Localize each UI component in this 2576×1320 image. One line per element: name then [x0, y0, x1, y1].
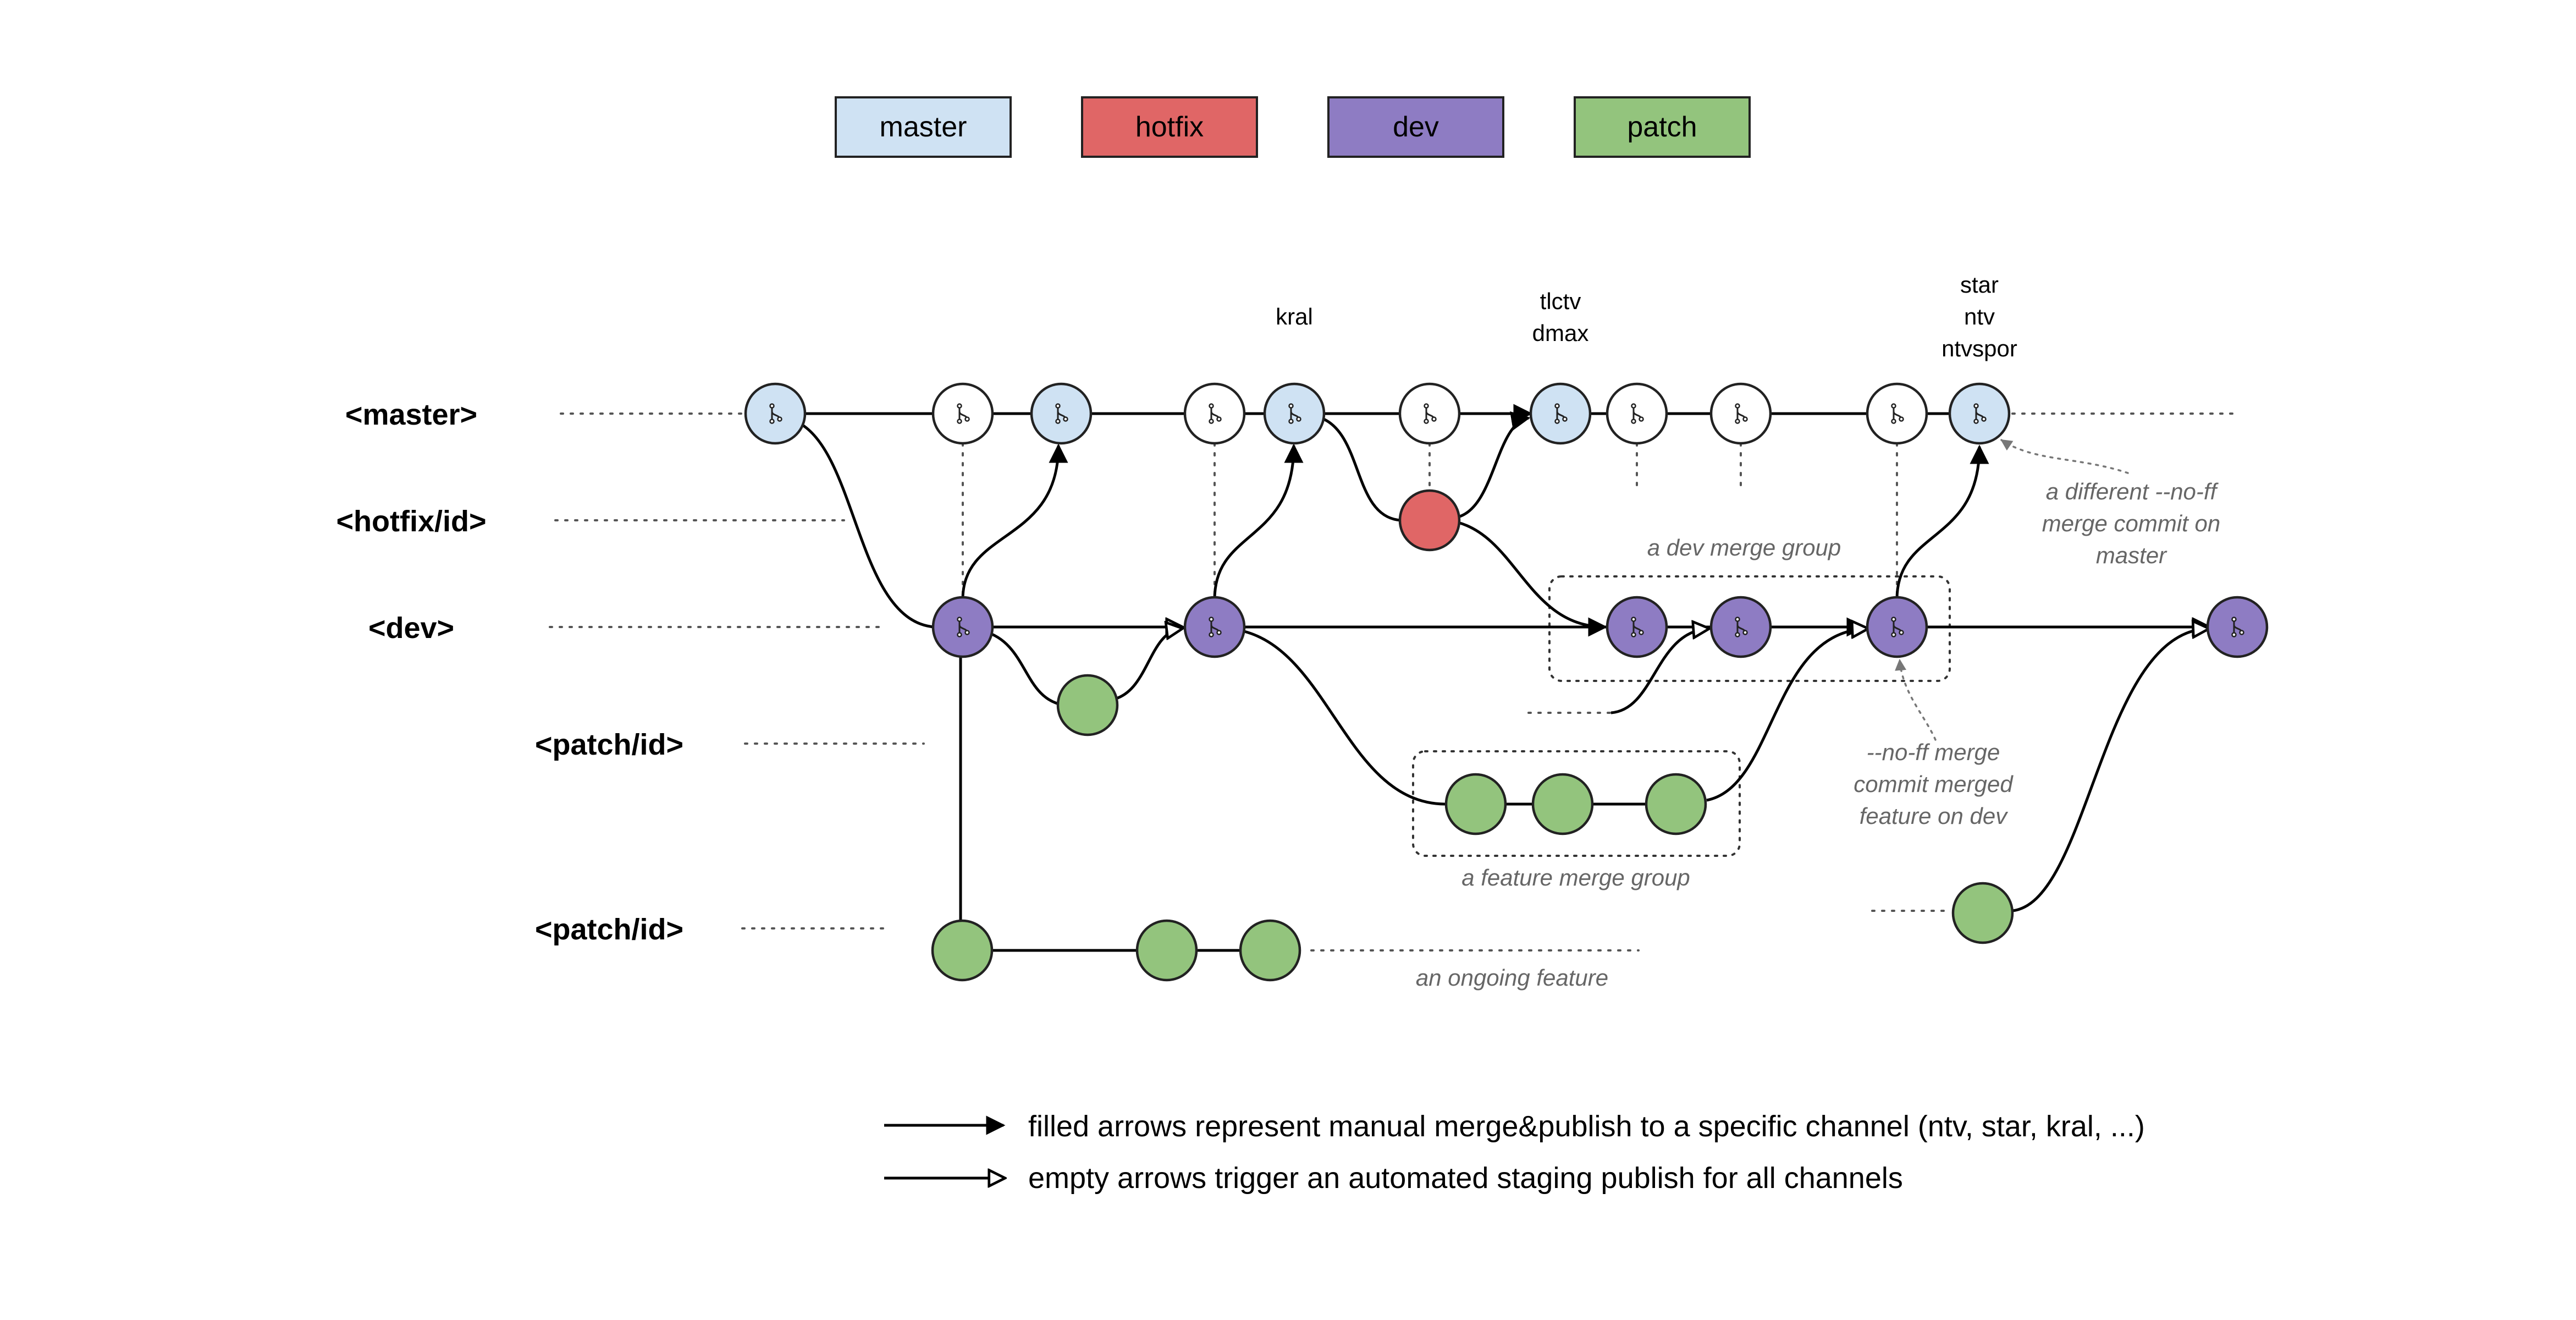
dev-to-master-merge-1	[961, 443, 1068, 600]
flow-lines	[799, 404, 2208, 952]
dev-merge-group-box	[1548, 575, 1951, 682]
legend-dev-swatch	[1327, 96, 1504, 158]
lane-label-dev: <dev>	[368, 612, 454, 645]
vertical-connectors	[962, 442, 1898, 601]
feature-commit-3[interactable]	[1645, 773, 1707, 835]
note-noff-dev-line-2: commit merged	[1854, 771, 2014, 797]
legend-patch-swatch	[1574, 96, 1751, 158]
tag-ntvspor: ntvspor	[1941, 336, 2017, 361]
dev-to-patch-loop-out	[984, 630, 1064, 707]
legend-hotfix-swatch	[1081, 96, 1258, 158]
dev-commit-5[interactable]	[1866, 596, 1928, 658]
tag-star: star	[1960, 272, 1999, 298]
note-noff-master-line-2: merge commit on	[2042, 510, 2220, 536]
legend-master-label: master	[880, 111, 967, 143]
master-commit-kral[interactable]	[1263, 382, 1326, 445]
late-patch-to-dev-merge	[2012, 629, 2208, 912]
note-ongoing-feature: an ongoing feature	[1416, 965, 1608, 991]
ongoing-commit-1[interactable]	[931, 919, 994, 982]
tag-dmax: dmax	[1532, 320, 1589, 346]
dev-commit-4[interactable]	[1709, 596, 1772, 658]
arrow-legend: filled arrows represent manual merge&pub…	[884, 1110, 2145, 1195]
lane-label-master: <master>	[345, 398, 477, 431]
master-merge-commit-2[interactable]	[1183, 382, 1246, 445]
feature-to-dev-merge	[1706, 629, 1867, 802]
note-dev-merge-group: a dev merge group	[1647, 535, 1841, 560]
dev-commit-1[interactable]	[931, 596, 994, 658]
master-merge-commit-5[interactable]	[1709, 382, 1772, 445]
master-to-dev-branch	[799, 422, 935, 629]
legend-hotfix: hotfix	[1081, 96, 1258, 158]
feature-merge-group-box	[1412, 750, 1741, 857]
note-noff-master-line-3: master	[2096, 542, 2167, 568]
legend-master-swatch	[835, 96, 1012, 158]
hotfix-to-master-merge	[1458, 411, 1531, 519]
legend: master hotfix dev patch	[835, 96, 1751, 158]
dev-to-master-merge-2	[1213, 443, 1304, 600]
patch-to-dev-loop-in	[1116, 629, 1181, 700]
legend-master: master	[835, 96, 1012, 158]
master-commit-star[interactable]	[1948, 382, 2011, 445]
patch-loop-commit[interactable]	[1056, 674, 1119, 736]
master-commit-tlctv[interactable]	[1529, 382, 1592, 445]
legend-patch: patch	[1574, 96, 1751, 158]
dev-commit-6[interactable]	[2206, 596, 2269, 658]
master-merge-commit-3[interactable]	[1398, 382, 1461, 445]
ongoing-to-dev-merge	[1610, 629, 1708, 714]
tag-tlctv: tlctv	[1540, 288, 1581, 314]
lane-label-patch-2: <patch/id>	[535, 913, 683, 946]
master-merge-commit-4[interactable]	[1606, 382, 1668, 445]
note-noff-dev-line-1: --no-ff merge	[1867, 739, 2000, 765]
note-noff-master-line-1: a different --no-ff	[2046, 479, 2219, 504]
feature-commit-2[interactable]	[1531, 773, 1594, 835]
ongoing-commit-3[interactable]	[1239, 919, 1301, 982]
legend-dev-label: dev	[1393, 111, 1439, 143]
commit-nodes	[744, 382, 2269, 982]
master-commit-1[interactable]	[744, 382, 807, 445]
dev-to-master-merge-3	[1895, 444, 1989, 600]
dev-to-feature-branch	[1244, 630, 1446, 806]
tag-kral: kral	[1276, 304, 1313, 329]
feature-commit-1[interactable]	[1444, 773, 1507, 835]
master-to-hotfix-branch	[1321, 416, 1402, 522]
note-noff-dev-line-3: feature on dev	[1860, 803, 2009, 829]
hotfix-commit[interactable]	[1398, 489, 1461, 552]
legend-hotfix-label: hotfix	[1135, 111, 1204, 143]
tag-ntv: ntv	[1964, 304, 1995, 329]
release-tags: kral tlctv dmax star ntv ntvspor	[1276, 272, 2017, 361]
lane-label-patch-1: <patch/id>	[535, 728, 683, 761]
late-patch-commit[interactable]	[1951, 882, 2014, 944]
legend-patch-label: patch	[1627, 111, 1697, 143]
legend-dev: dev	[1327, 96, 1504, 158]
master-merge-commit-1[interactable]	[931, 382, 994, 445]
noff-master-pointer	[2000, 439, 2129, 474]
dev-commit-2[interactable]	[1183, 596, 1246, 658]
noff-dev-pointer	[1895, 658, 1937, 741]
lane-label-hotfix: <hotfix/id>	[336, 505, 486, 538]
hotfix-to-dev-merge	[1458, 521, 1608, 637]
empty-arrow-description: empty arrows trigger an automated stagin…	[1028, 1162, 1903, 1195]
note-feature-merge-group: a feature merge group	[1461, 865, 1690, 890]
master-commit-2[interactable]	[1030, 382, 1093, 445]
lane-leaders	[549, 413, 2233, 952]
ongoing-commit-2[interactable]	[1135, 919, 1198, 982]
annotations: a dev merge group a feature merge group …	[1416, 479, 2220, 991]
master-merge-commit-6[interactable]	[1866, 382, 1928, 445]
filled-arrow-description: filled arrows represent manual merge&pub…	[1028, 1110, 2145, 1143]
dev-commit-3[interactable]	[1606, 596, 1668, 658]
